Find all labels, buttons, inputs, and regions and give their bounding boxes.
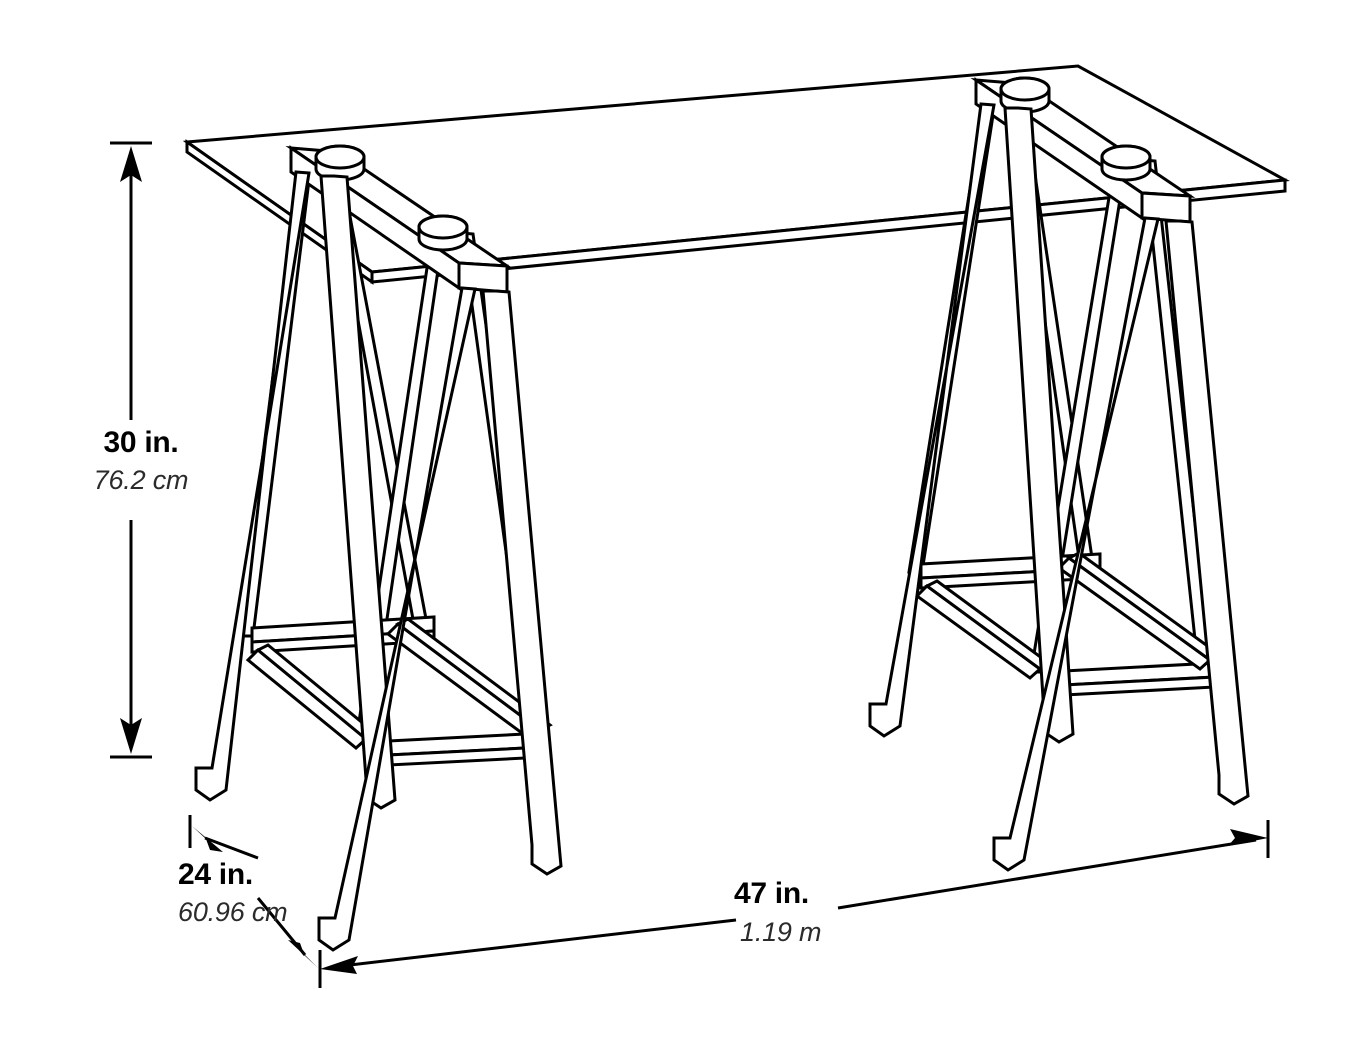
height-dimension-line xyxy=(110,141,152,759)
left-trestle-puck-upper xyxy=(314,144,366,182)
depth-value-metric: 60.96 cm xyxy=(178,897,288,927)
right-trestle-puck-upper xyxy=(999,76,1051,114)
height-value-inches: 30 in. xyxy=(103,426,179,459)
left-trestle xyxy=(194,144,563,952)
depth-value-inches: 24 in. xyxy=(178,858,253,891)
height-dimension-label: 30 in. 76.2 cm xyxy=(86,428,196,494)
left-trestle-lower-braces xyxy=(245,615,553,768)
width-value-inches: 47 in. xyxy=(734,877,809,910)
left-trestle-puck-lower xyxy=(417,214,469,252)
left-trestle-front-legs xyxy=(194,170,563,952)
width-dimension-line xyxy=(318,820,1270,988)
right-trestle-front-legs xyxy=(868,102,1250,872)
width-value-metric: 1.19 m xyxy=(740,917,822,947)
right-trestle xyxy=(868,76,1250,872)
depth-dimension-label: 24 in. 60.96 cm xyxy=(178,860,328,926)
height-value-metric: 76.2 cm xyxy=(93,465,189,495)
right-trestle-puck-lower xyxy=(1100,144,1152,182)
depth-dimension-line xyxy=(188,815,322,988)
width-dimension-label: 47 in. 1.19 m xyxy=(734,879,884,946)
